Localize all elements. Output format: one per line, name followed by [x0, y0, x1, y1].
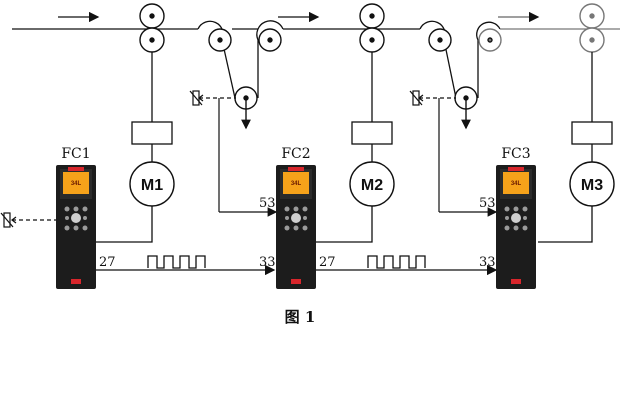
drive-fc3: FC3 34L 53 33: [479, 146, 536, 289]
svg-text:M3: M3: [581, 177, 603, 194]
terminal-out: 27: [319, 255, 336, 270]
danfoss-logo-icon: [68, 167, 84, 171]
figure-caption: 图 1: [285, 308, 316, 326]
brand-badge: [291, 279, 301, 284]
svg-text:M1: M1: [141, 177, 163, 194]
potentiometer-2: [409, 90, 498, 217]
drive-fc1: FC1 34L 27: [56, 146, 116, 289]
drive-shafts: [131, 52, 613, 162]
gearbox: [131, 121, 173, 145]
brand-badge: [511, 279, 521, 284]
drive-screen: [503, 172, 529, 194]
guide-rollers: [208, 28, 502, 52]
pulse-train-icon: [147, 255, 206, 269]
drive-keypad: [64, 206, 88, 231]
pulse-link-2: [316, 255, 498, 276]
svg-text:M2: M2: [361, 177, 383, 194]
terminal-in: 33: [259, 255, 276, 270]
motor-1: M1: [129, 161, 175, 207]
motor-2: M2: [349, 161, 395, 207]
svg-text:34L: 34L: [71, 181, 82, 187]
svg-text:34L: 34L: [511, 181, 522, 187]
material-web: [12, 20, 620, 99]
terminal-in: 33: [479, 255, 496, 270]
dancer-roller-1: [234, 86, 258, 130]
potentiometer-1: [189, 90, 278, 217]
drive-label: FC1: [61, 146, 90, 162]
gearbox: [571, 121, 613, 145]
drive-screen: [63, 172, 89, 194]
brand-badge: [71, 279, 81, 284]
drive-screen: [283, 172, 309, 194]
pulse-train-icon: [367, 255, 426, 269]
terminal-analog: 53: [259, 196, 276, 211]
terminal-analog: 53: [479, 196, 496, 211]
drive-fc2: FC2 34L 53 33 27: [259, 146, 336, 289]
motor-cables: [96, 206, 593, 243]
svg-text:34L: 34L: [291, 181, 302, 187]
potentiometer-fc1: [0, 212, 56, 228]
drive-label: FC3: [501, 146, 530, 162]
danfoss-logo-icon: [288, 167, 304, 171]
dancer-roller-2: [454, 86, 478, 130]
danfoss-logo-icon: [508, 167, 524, 171]
roller-pair-2: [359, 3, 385, 53]
drive-keypad: [284, 206, 308, 231]
roller-pair-3: [579, 3, 605, 53]
roller-pair-1: [139, 3, 165, 53]
pulse-link-1: [96, 255, 276, 276]
drive-label: FC2: [281, 146, 310, 162]
motor-3: M3: [569, 161, 615, 207]
drive-keypad: [504, 206, 528, 231]
gearbox: [351, 121, 393, 145]
terminal-out: 27: [99, 255, 116, 270]
